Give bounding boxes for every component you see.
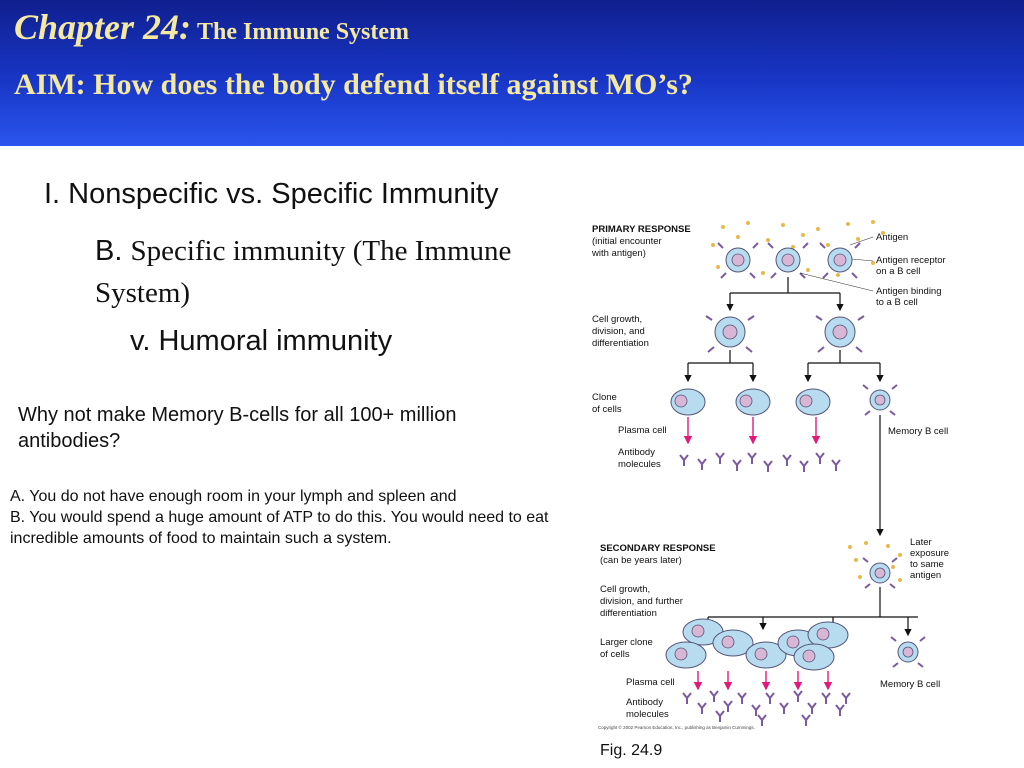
antigen-dots-secondary (848, 541, 902, 582)
larger-clone-b: of cells (600, 649, 630, 660)
antibody-molecules-primary (679, 452, 841, 472)
chapter-subtitle: The Immune System (197, 19, 410, 45)
pink-arrows-secondary (693, 671, 833, 691)
clone-label-a: Clone (592, 392, 617, 403)
outline-level1: I. Nonspecific vs. Specific Immunity (44, 178, 499, 210)
primary-response-sub1: (initial encounter (592, 236, 662, 247)
antibody-label-2a: Antibody (626, 697, 663, 708)
b-cell-top-2 (767, 242, 809, 279)
larger-clone-a: Larger clone (600, 637, 653, 648)
outline-level2: B. Specific immunity (The Immune System) (95, 230, 587, 314)
figure-copyright: Copyright © 2002 Pearson Education, Inc.… (598, 724, 755, 730)
cell-growth-2a: Cell growth, (600, 584, 650, 595)
title-banner: Chapter 24:The Immune System AIM: How do… (0, 0, 1024, 146)
answer-b: B. You would spend a huge amount of ATP … (10, 509, 549, 547)
answer-block: A. You do not have enough room in your l… (10, 486, 582, 549)
antigen-binding-label-1: Antigen binding (876, 286, 942, 297)
outline-level2-text: Specific immunity (The Immune System) (95, 235, 512, 309)
memory-b-cell-primary (862, 384, 898, 416)
answer-a: A. You do not have enough room in your l… (10, 488, 457, 505)
b-cell-top-3 (819, 242, 861, 279)
memory-b-cell-label-1: Memory B cell (888, 426, 948, 437)
outline-level3: v. Humoral immunity (130, 325, 393, 357)
b-cell-top-1 (717, 242, 759, 279)
primary-response-title: PRIMARY RESPONSE (592, 224, 691, 235)
later-exposure-c: to same (910, 559, 944, 570)
slide-title: Chapter 24:The Immune System (14, 6, 409, 48)
dividing-cell-1 (705, 315, 755, 353)
plasma-cells-primary (670, 388, 831, 416)
aim-question: AIM: How does the body defend itself aga… (14, 68, 693, 101)
later-exposure-a: Later (910, 537, 932, 548)
antigen-receptor-label-2: on a B cell (876, 266, 920, 277)
later-exposure-d: antigen (910, 570, 941, 581)
outline-level2-prefix: B. (95, 235, 123, 267)
chapter-title: Chapter 24: (14, 7, 192, 47)
cell-growth-2b: division, and further (600, 596, 683, 607)
question-text: Why not make Memory B-cells for all 100+… (18, 404, 457, 452)
cell-growth-1c: differentiation (592, 338, 649, 349)
figure-caption: Fig. 24.9 (600, 742, 663, 759)
secondary-response-sub: (can be years later) (600, 555, 682, 566)
plasma-cell-label-2: Plasma cell (626, 677, 675, 688)
antigen-receptor-label-1: Antigen receptor (876, 255, 946, 266)
cell-growth-1a: Cell growth, (592, 314, 642, 325)
cell-growth-1b: division, and (592, 326, 645, 337)
clone-label-b: of cells (592, 404, 622, 415)
cell-growth-2c: differentiation (600, 608, 657, 619)
memory-b-cell-secondary (890, 636, 926, 668)
antibody-label-1a: Antibody (618, 447, 655, 458)
plasma-cells-secondary (665, 618, 849, 671)
antigen-binding-label-2: to a B cell (876, 297, 918, 308)
dividing-cell-2 (815, 315, 865, 353)
antibody-label-1b: molecules (618, 459, 661, 470)
antigen-label: Antigen (876, 232, 908, 243)
antibody-molecules-secondary (682, 690, 851, 726)
antibody-label-2b: molecules (626, 709, 669, 720)
later-exposure-b: exposure (910, 548, 949, 559)
memory-b-cell-label-2: Memory B cell (880, 679, 940, 690)
antigen-dots-top (711, 220, 885, 277)
secondary-response-title: SECONDARY RESPONSE (600, 543, 716, 554)
humoral-immunity-figure: PRIMARY RESPONSE (initial encounter with… (591, 220, 949, 730)
primary-response-sub2: with antigen) (591, 248, 646, 259)
memory-b-cell-secondary-top (862, 557, 898, 589)
plasma-cell-label-1: Plasma cell (618, 425, 667, 436)
